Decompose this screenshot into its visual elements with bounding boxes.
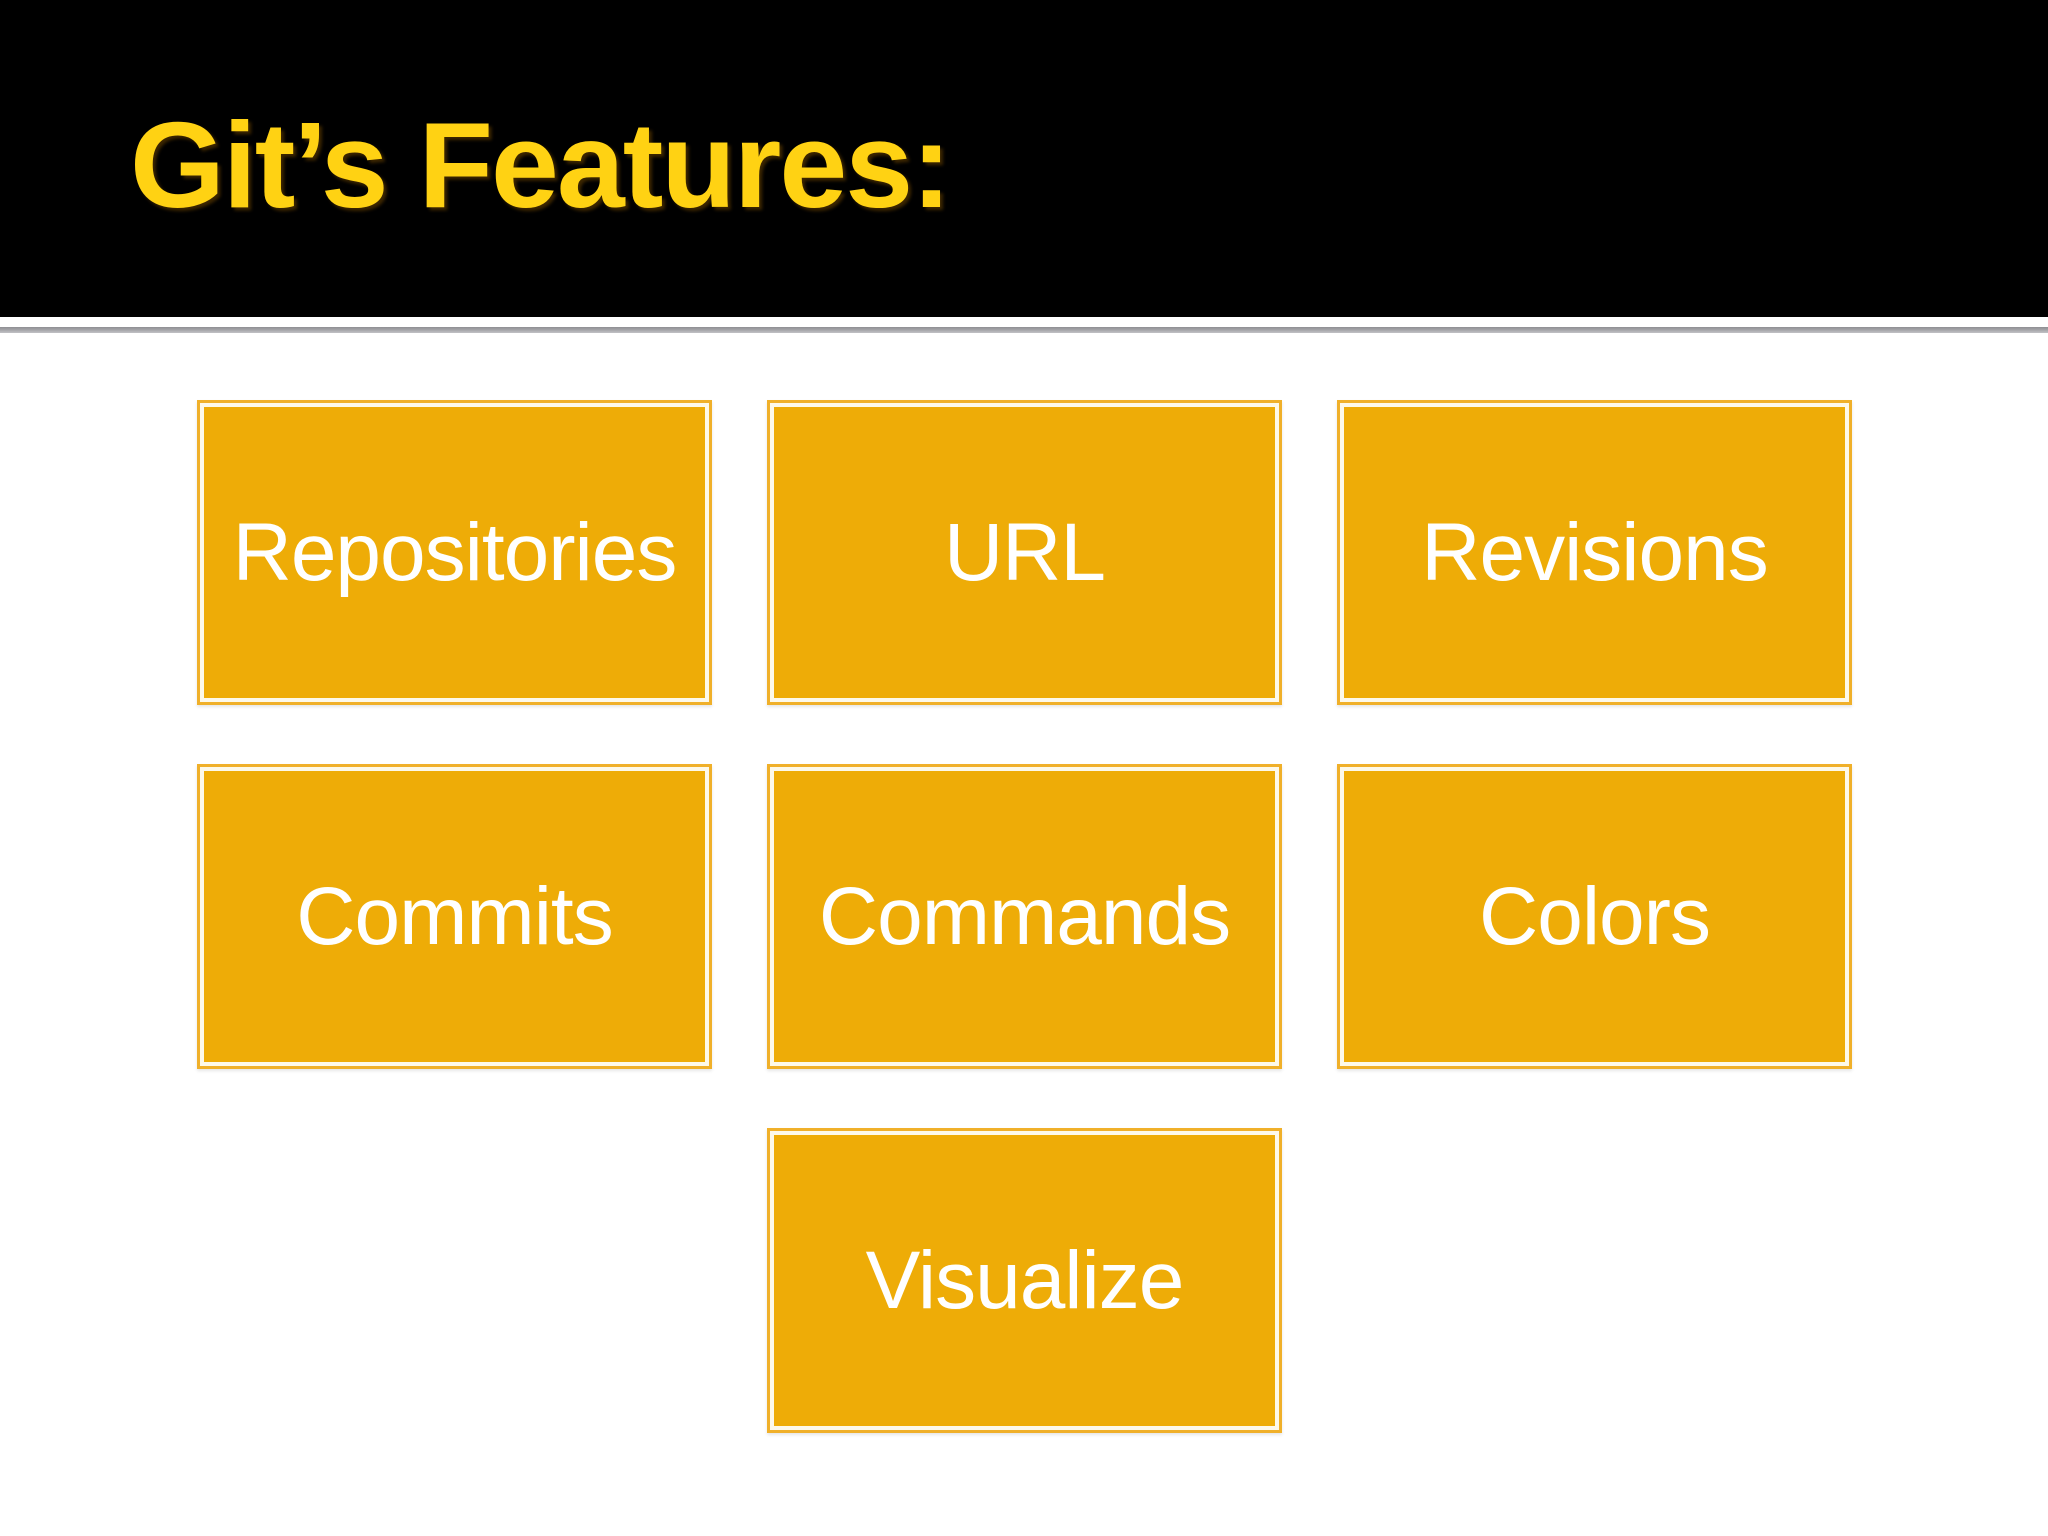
feature-box-commands: Commands xyxy=(767,764,1282,1069)
slide-title: Git’s Features: xyxy=(130,96,952,233)
feature-box-visualize: Visualize xyxy=(767,1128,1282,1433)
feature-box-revisions: Revisions xyxy=(1337,400,1852,705)
feature-box-repositories: Repositories xyxy=(197,400,712,705)
feature-box-label: URL xyxy=(943,506,1106,598)
title-band: Git’s Features: xyxy=(0,0,2048,317)
feature-box-label: Visualize xyxy=(865,1234,1185,1326)
feature-box-commits: Commits xyxy=(197,764,712,1069)
feature-box-label: Commits xyxy=(296,870,613,962)
feature-box-url: URL xyxy=(767,400,1282,705)
feature-grid: Repositories URL Revisions Commits Comma… xyxy=(197,400,1852,1433)
feature-box-label: Colors xyxy=(1479,870,1711,962)
separator-line xyxy=(0,327,2048,333)
feature-box-label: Revisions xyxy=(1421,506,1768,598)
feature-box-colors: Colors xyxy=(1337,764,1852,1069)
feature-box-label: Commands xyxy=(818,870,1231,962)
feature-box-label: Repositories xyxy=(232,506,678,598)
